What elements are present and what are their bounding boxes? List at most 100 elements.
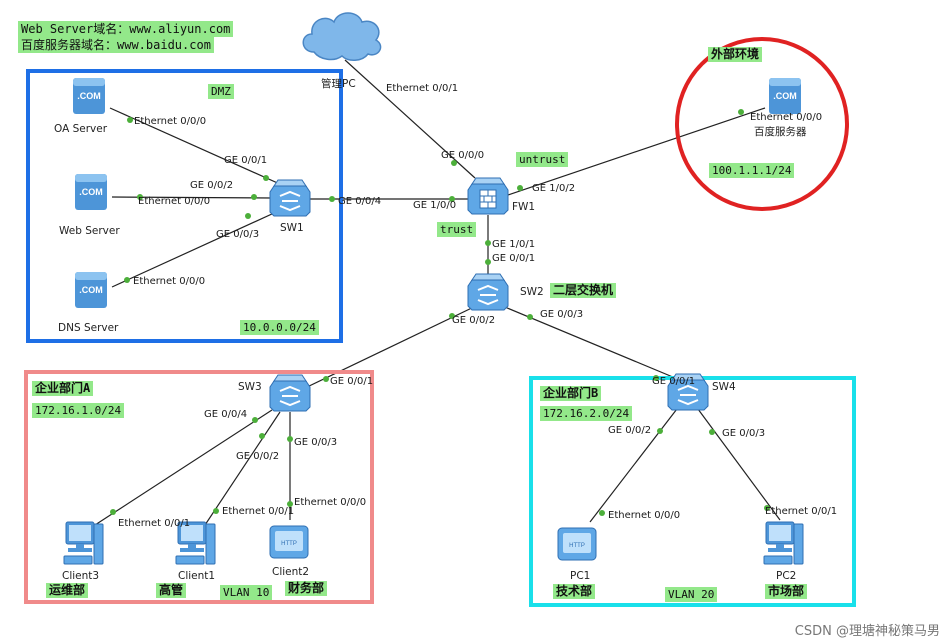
dns-eth-label: Ethernet 0/0/0 (133, 276, 206, 287)
dns-server-name: DNS Server (58, 322, 119, 334)
dept-b-label: 企业部门B (540, 386, 602, 401)
svg-text:.COM: .COM (77, 91, 101, 101)
web-server-name: Web Server (59, 225, 120, 237)
pc2-name: PC2 (776, 570, 797, 582)
port-dot (137, 194, 143, 200)
port-dot (657, 428, 663, 434)
sw3-ge003-label: GE 0/0/3 (294, 437, 338, 448)
fw1-ge000-label: GE 0/0/0 (441, 150, 485, 161)
fw1-ge102-label: GE 1/0/2 (532, 183, 576, 194)
sw4-ge001-label: GE 0/0/1 (652, 376, 696, 387)
sw1-ge001-label: GE 0/0/1 (224, 155, 268, 166)
sw4-name: SW4 (712, 381, 736, 393)
sw2-role-label: 二层交换机 (550, 283, 617, 298)
client2-eth-label: Ethernet 0/0/0 (294, 497, 367, 508)
untrust-label: untrust (516, 152, 569, 167)
dept-a-vlan: VLAN 10 (220, 585, 273, 600)
fw1-name: FW1 (512, 201, 536, 213)
port-dot (738, 109, 744, 115)
sw1-name: SW1 (280, 222, 304, 234)
port-dot (709, 429, 715, 435)
sw3-name: SW3 (238, 381, 262, 393)
web-domain-note: Web Server域名：www.aliyun.com (18, 21, 234, 37)
oa-eth-label: Ethernet 0/0/0 (134, 116, 207, 127)
external-zone-circle (675, 37, 849, 211)
port-dot (251, 194, 257, 200)
trust-label: trust (437, 222, 477, 237)
port-dot (287, 501, 293, 507)
link-oa-sw1 (109, 107, 283, 186)
sw1-ge003-label: GE 0/0/3 (216, 229, 260, 240)
client1-eth-label: Ethernet 0/0/1 (222, 506, 295, 517)
svg-text:HTTP: HTTP (569, 543, 585, 549)
svg-text:HTTP: HTTP (281, 541, 297, 547)
csdn-watermark: CSDN @理塘神秘策马男 (794, 624, 940, 639)
client2-terminal-icon[interactable]: HTTP (268, 520, 312, 564)
port-dot (287, 436, 293, 442)
link-sw2-sw3 (304, 304, 479, 389)
pc2-dept: 市场部 (765, 584, 808, 599)
baidu-server-icon[interactable]: .COM (766, 76, 804, 116)
client1-name: Client1 (178, 570, 216, 582)
pc1-name: PC1 (570, 570, 591, 582)
client1-pc-icon[interactable] (174, 518, 218, 568)
sw3-ge002-label: GE 0/0/2 (236, 451, 280, 462)
dns-server-icon[interactable]: .COM (72, 270, 110, 310)
svg-text:.COM: .COM (79, 285, 103, 295)
sw2-switch-icon[interactable] (466, 272, 510, 312)
baidu-eth-label: Ethernet 0/0/0 (750, 112, 823, 123)
sw2-ge002-label: GE 0/0/2 (452, 315, 496, 326)
port-dot (245, 213, 251, 219)
sw4-ge003-label: GE 0/0/3 (722, 428, 766, 439)
link-sw4-pc1 (589, 404, 681, 523)
port-dot (517, 185, 523, 191)
management-pc-name: 管理PC (321, 78, 356, 90)
management-cloud-icon[interactable] (296, 4, 386, 66)
sw1-ge002-label: GE 0/0/2 (190, 180, 234, 191)
client1-dept: 高管 (156, 583, 187, 598)
web-eth-label: Ethernet 0/0/0 (138, 196, 211, 207)
fw1-ge101-label: GE 1/0/1 (492, 239, 536, 250)
port-dot (213, 508, 219, 514)
dept-a-subnet: 172.16.1.0/24 (32, 403, 125, 418)
port-dot (127, 117, 133, 123)
link-sw3-client3 (94, 409, 273, 526)
port-dot (323, 376, 329, 382)
sw4-switch-icon[interactable] (666, 372, 710, 412)
port-dot (252, 417, 258, 423)
pc1-terminal-icon[interactable]: HTTP (556, 522, 600, 566)
dmz-zone-box (26, 69, 343, 343)
dept-a-label: 企业部门A (32, 381, 94, 396)
pc2-pc-icon[interactable] (762, 518, 806, 568)
external-label: 外部环境 (708, 47, 763, 62)
web-server-icon[interactable]: .COM (72, 172, 110, 212)
external-subnet: 100.1.1.1/24 (709, 163, 795, 178)
client3-pc-icon[interactable] (62, 518, 106, 568)
port-dot (124, 277, 130, 283)
client3-name: Client3 (62, 570, 100, 582)
link-cloud-fw1 (344, 59, 476, 179)
sw3-switch-icon[interactable] (268, 373, 312, 413)
pc1-eth-label: Ethernet 0/0/0 (608, 510, 681, 521)
dept-a-zone-box (24, 370, 374, 604)
port-dot (451, 160, 457, 166)
port-dot (527, 314, 533, 320)
oa-server-icon[interactable]: .COM (70, 76, 108, 116)
pc1-dept: 技术部 (553, 584, 596, 599)
dept-b-vlan: VLAN 20 (665, 587, 718, 602)
sw2-ge001-label: GE 0/0/1 (492, 253, 536, 264)
port-dot (599, 510, 605, 516)
client3-dept: 运维部 (46, 583, 89, 598)
port-dot (259, 433, 265, 439)
fw1-firewall-icon[interactable] (466, 176, 510, 216)
sw1-switch-icon[interactable] (268, 178, 312, 218)
link-sw4-pc2 (694, 404, 781, 521)
dept-b-subnet: 172.16.2.0/24 (540, 406, 633, 421)
baidu-server-name: 百度服务器 (754, 126, 807, 138)
sw1-ge004-label: GE 0/0/4 (338, 196, 382, 207)
fw1-ge100-label: GE 1/0/0 (413, 200, 457, 211)
port-dot (110, 509, 116, 515)
port-dot (653, 375, 659, 381)
port-dot (263, 175, 269, 181)
link-sw3-client1 (204, 411, 281, 526)
